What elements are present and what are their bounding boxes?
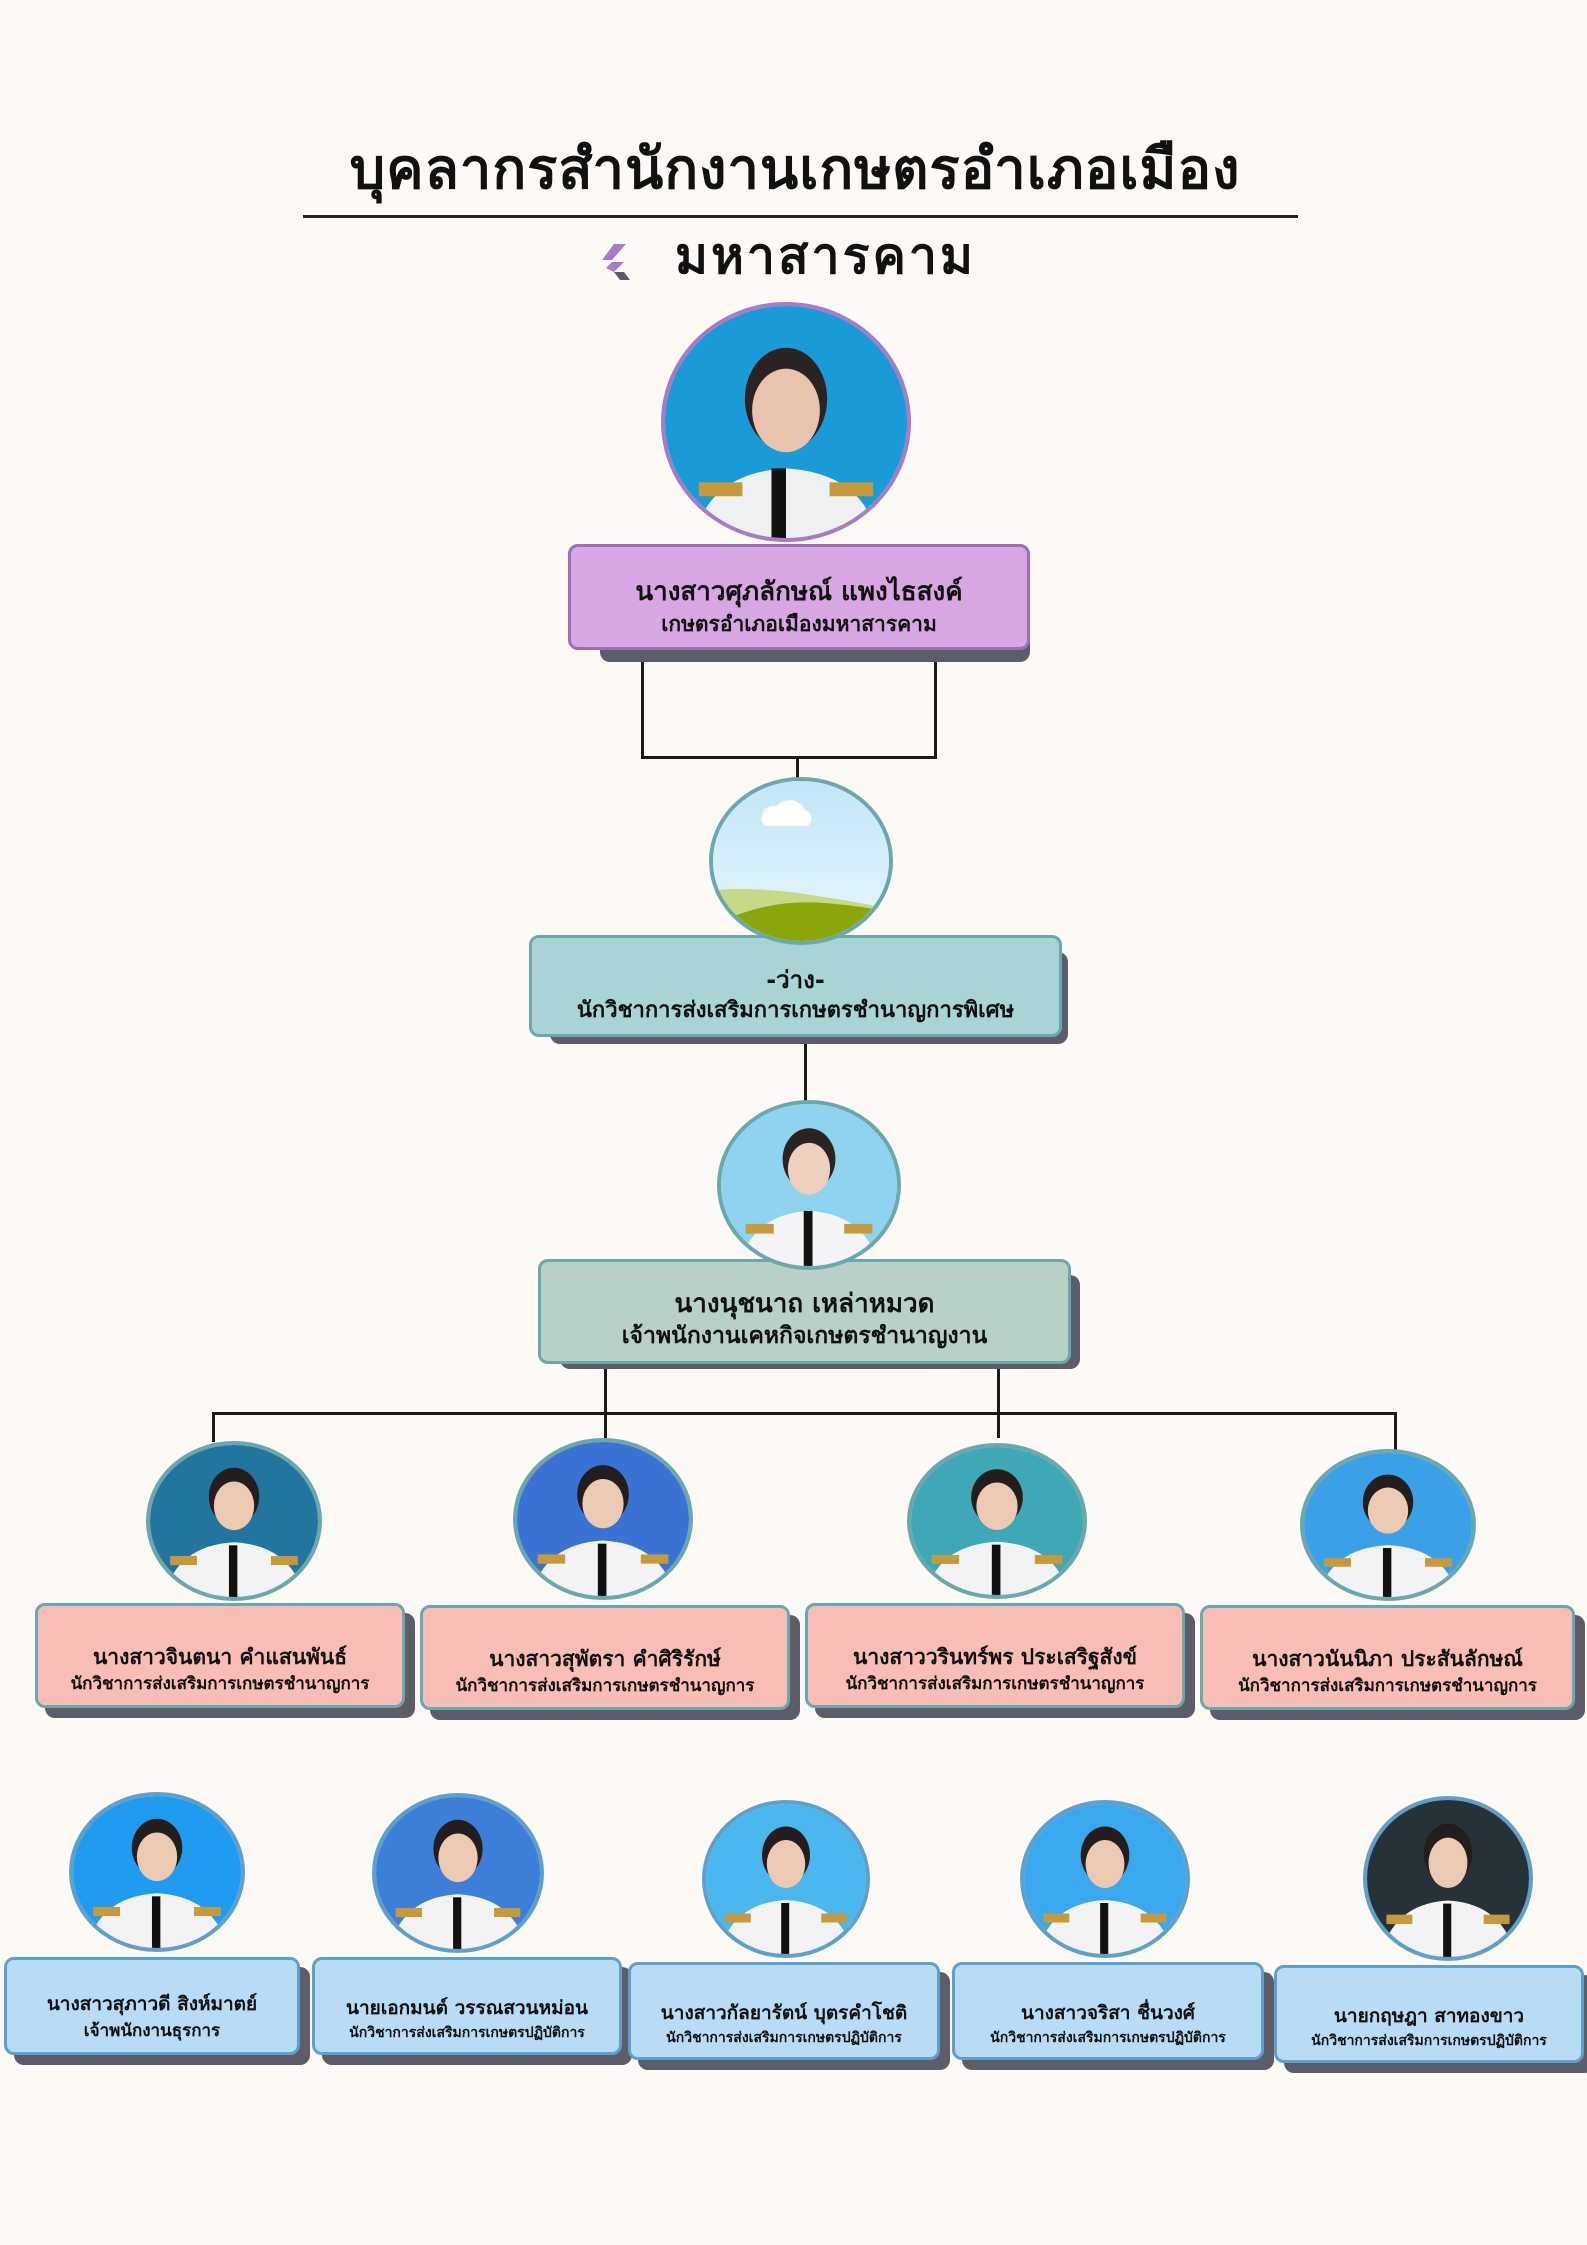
chief-position: เกษตรอำเภอเมืองมหาสารคาม: [661, 611, 937, 636]
specialist-name: นางสาวนันนิภา ประสันลักษณ์: [1252, 1646, 1523, 1671]
chief-card: นางสาวศุภลักษณ์ แพงไธสงค์ เกษตรอำเภอเมือ…: [568, 544, 1030, 650]
specialist-card: นางสาววรินทร์พร ประเสริฐสังข์นักวิชาการส…: [805, 1603, 1185, 1708]
specialist-name: นางสาวจินตนา คำแสนพันธ์: [92, 1644, 348, 1669]
staff-position: นักวิชาการส่งเสริมการเกษตรปฏิบัติการ: [990, 2029, 1226, 2046]
staff-card: นางสาวจริสา ชื่นวงศ์นักวิชาการส่งเสริมกา…: [952, 1962, 1264, 2060]
chevron-logo-icon: [602, 244, 630, 280]
vacant-card: -ว่าง- นักวิชาการส่งเสริมการเกษตรชำนาญกา…: [529, 935, 1062, 1037]
staff-portrait-photo: [69, 1792, 245, 1952]
supervisor-position: เจ้าพนักงานเคหกิจเกษตรชำนาญงาน: [621, 1323, 988, 1350]
page-title: บุคลากรสำนักงานเกษตรอำเภอเมือง: [349, 137, 1241, 202]
specialist-position: นักวิชาการส่งเสริมการเกษตรชำนาญการ: [845, 1673, 1145, 1694]
specialist-card: นางสาวจินตนา คำแสนพันธ์นักวิชาการส่งเสริ…: [35, 1603, 405, 1708]
specialist-position: นักวิชาการส่งเสริมการเกษตรชำนาญการ: [1238, 1675, 1537, 1696]
staff-portrait-photo: [1020, 1800, 1190, 1958]
connector-line: [804, 1042, 807, 1102]
supervisor-card: นางนุชนาถ เหล่าหมวด เจ้าพนักงานเคหกิจเกษ…: [538, 1259, 1071, 1364]
connector-line: [641, 756, 937, 759]
staff-position: นักวิชาการส่งเสริมการเกษตรปฏิบัติการ: [666, 2029, 902, 2046]
connector-line: [1394, 1412, 1397, 1452]
specialist-portrait-photo: [1300, 1449, 1476, 1601]
vacant-position: นักวิชาการส่งเสริมการเกษตรชำนาญการพิเศษ: [576, 997, 1015, 1023]
staff-card: นางสาวกัลยารัตน์ บุตรคำโชตินักวิชาการส่ง…: [628, 1962, 940, 2060]
specialist-portrait-photo: [907, 1443, 1087, 1599]
staff-name: นายกฤษฎา สาทองขาว: [1333, 2004, 1525, 2027]
specialist-name: นางสาววรินทร์พร ประเสริฐสังข์: [853, 1644, 1137, 1669]
chief-portrait-photo: [661, 302, 911, 542]
connector-line: [796, 758, 799, 780]
staff-position: นักวิชาการส่งเสริมการเกษตรปฏิบัติการ: [349, 2024, 585, 2041]
page-subtitle: มหาสารคาม: [675, 227, 976, 285]
staff-card: นางสาวสุภาวดี สิงห์มาตย์เจ้าพนักงานธุรกา…: [4, 1957, 300, 2055]
connector-line: [212, 1412, 1397, 1415]
staff-name: นายเอกมนต์ วรรณสวนหม่อน: [345, 1996, 589, 2019]
specialist-portrait-photo: [146, 1441, 322, 1601]
staff-portrait-photo: [702, 1800, 870, 1958]
chief-name: นางสาวศุภลักษณ์ แพงไธสงค์: [635, 577, 963, 608]
title-divider: [303, 215, 1298, 218]
connector-line: [997, 1368, 1000, 1438]
staff-portrait-photo: [372, 1793, 544, 1953]
specialist-portrait-photo: [513, 1438, 693, 1600]
staff-name: นางสาวสุภาวดี สิงห์มาตย์: [46, 1993, 258, 2015]
specialist-position: นักวิชาการส่งเสริมการเกษตรชำนาญการ: [455, 1675, 755, 1696]
staff-card: นายกฤษฎา สาทองขาวนักวิชาการส่งเสริมการเก…: [1274, 1965, 1584, 2063]
specialist-card: นางสาวสุพัตรา คำศิริรักษ์นักวิชาการส่งเส…: [420, 1605, 790, 1710]
staff-position: นักวิชาการส่งเสริมการเกษตรปฏิบัติการ: [1311, 2032, 1547, 2049]
staff-name: นางสาวจริสา ชื่นวงศ์: [1021, 2001, 1195, 2024]
vacant-name: -ว่าง-: [766, 965, 825, 994]
connector-line: [212, 1412, 215, 1442]
supervisor-name: นางนุชนาถ เหล่าหมวด: [674, 1288, 935, 1319]
connector-line: [641, 662, 644, 758]
specialist-name: นางสาวสุพัตรา คำศิริรักษ์: [489, 1646, 721, 1671]
staff-card: นายเอกมนต์ วรรณสวนหม่อนนักวิชาการส่งเสริ…: [312, 1957, 622, 2055]
specialist-card: นางสาวนันนิภา ประสันลักษณ์นักวิชาการส่งเ…: [1200, 1605, 1575, 1710]
supervisor-portrait-photo: [717, 1100, 901, 1270]
connector-line: [934, 662, 937, 758]
staff-name: นางสาวกัลยารัตน์ บุตรคำโชติ: [660, 2001, 908, 2024]
specialist-position: นักวิชาการส่งเสริมการเกษตรชำนาญการ: [70, 1673, 370, 1694]
staff-portrait-photo: [1363, 1796, 1533, 1961]
connector-line: [604, 1368, 607, 1438]
placeholder-landscape-icon: [709, 777, 893, 945]
staff-position: เจ้าพนักงานธุรการ: [83, 2020, 221, 2041]
